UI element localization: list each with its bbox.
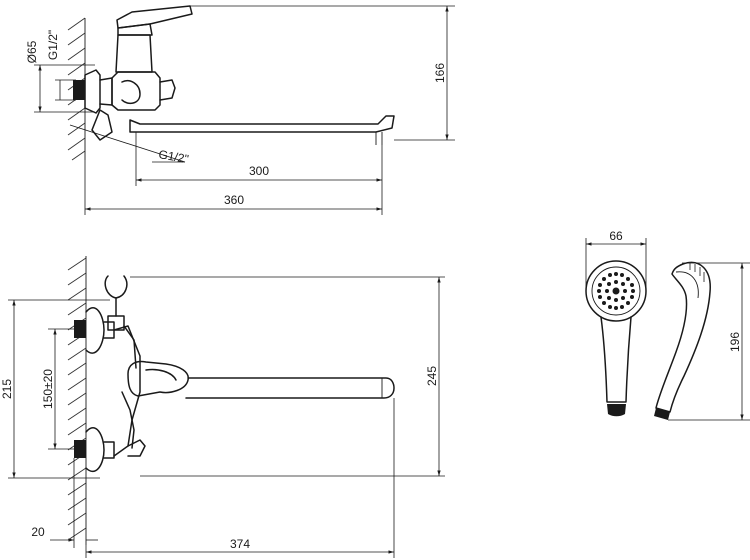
top-dim-360: 360 <box>84 160 383 215</box>
top-dim-300: 300 <box>135 132 383 186</box>
dim-300-label: 300 <box>249 164 269 178</box>
dim-20-label: 20 <box>31 525 45 539</box>
front-dim-374: 374 <box>85 398 395 558</box>
front-lower-inlet <box>74 440 86 458</box>
front-view: 215 150±20 245 20 374 <box>0 256 445 558</box>
dim-166-label: 166 <box>433 63 447 83</box>
top-view: Ø65 G1/2" G1/2" 166 300 <box>25 5 455 215</box>
top-dim-g12-vertical: G1/2" <box>46 30 76 101</box>
dim-d65-label: Ø65 <box>25 40 39 63</box>
dim-g12-vertical-label: G1/2" <box>46 30 60 60</box>
top-dim-d65: Ø65 <box>25 40 95 113</box>
front-faucet-body <box>113 325 146 457</box>
front-lower-eccentric <box>85 427 115 473</box>
front-upper-inlet <box>74 320 86 338</box>
dim-360-label: 360 <box>224 193 244 207</box>
dim-215-label: 215 <box>0 379 14 399</box>
dim-spacing-label: 150±20 <box>41 369 55 409</box>
front-lever-handle <box>127 360 189 397</box>
hand-shower-side <box>654 261 711 420</box>
front-shower-holder <box>104 275 128 331</box>
top-dim-166: 166 <box>190 5 455 141</box>
shower-nozzle-dots <box>597 272 635 310</box>
hand-shower-front <box>585 260 647 417</box>
dim-196-label: 196 <box>728 332 742 352</box>
dim-g12-angled-label: G1/2" <box>157 147 189 166</box>
top-spout <box>129 115 395 145</box>
shower-dim-66: 66 <box>585 229 647 290</box>
front-dim-245: 245 <box>130 276 445 477</box>
shower-dim-196: 196 <box>668 262 750 421</box>
dim-245-label: 245 <box>425 366 439 386</box>
front-dim-spacing: 150±20 <box>41 328 78 450</box>
front-dim-20: 20 <box>31 458 98 548</box>
front-spout <box>185 377 395 399</box>
dim-374-label: 374 <box>230 537 250 551</box>
front-dim-215: 215 <box>0 299 110 479</box>
top-faucet-body <box>91 5 193 141</box>
top-dim-g12-angled: G1/2" <box>69 124 190 166</box>
dim-66-label: 66 <box>609 229 623 243</box>
top-connection <box>73 69 113 114</box>
front-wall-hatch <box>67 256 87 545</box>
